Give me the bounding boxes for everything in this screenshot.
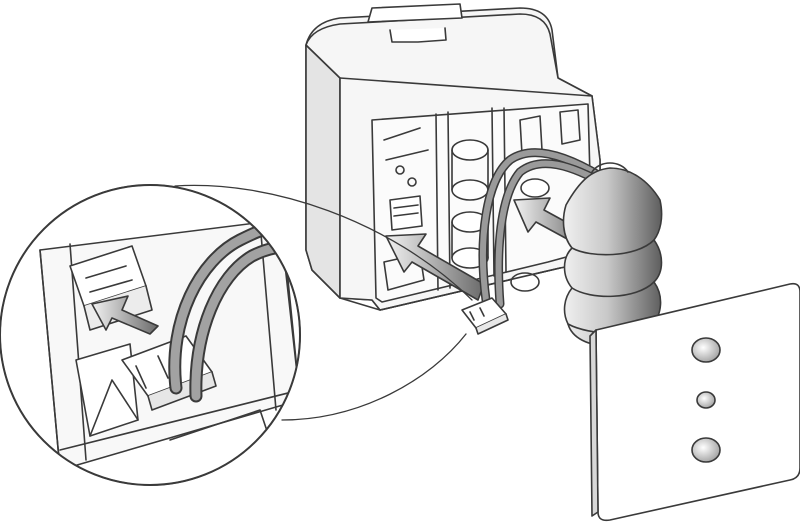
battery-wires <box>478 148 613 309</box>
cover-plate <box>589 282 800 522</box>
cover-hole <box>696 391 716 409</box>
callout-line <box>281 333 467 421</box>
insert-arrow-icon <box>91 295 159 335</box>
housing-box <box>305 3 601 311</box>
callout-line <box>174 184 473 301</box>
cover-hole <box>691 437 721 463</box>
detail-magnifier <box>0 184 301 486</box>
connector-plug <box>461 297 509 335</box>
cover-hole <box>691 337 721 363</box>
